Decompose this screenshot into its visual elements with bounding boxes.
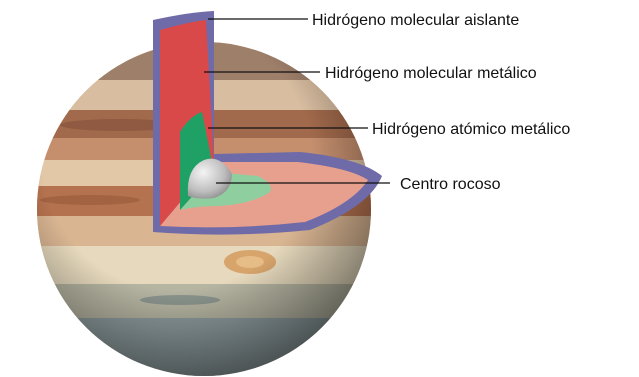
label-core: Centro rocoso [400,176,501,193]
label-second-layer: Hidrógeno molecular metálico [325,65,537,82]
label-third-layer: Hidrógeno atómico metálico [372,121,570,138]
label-outer-layer: Hidrógeno molecular aislante [312,12,519,29]
